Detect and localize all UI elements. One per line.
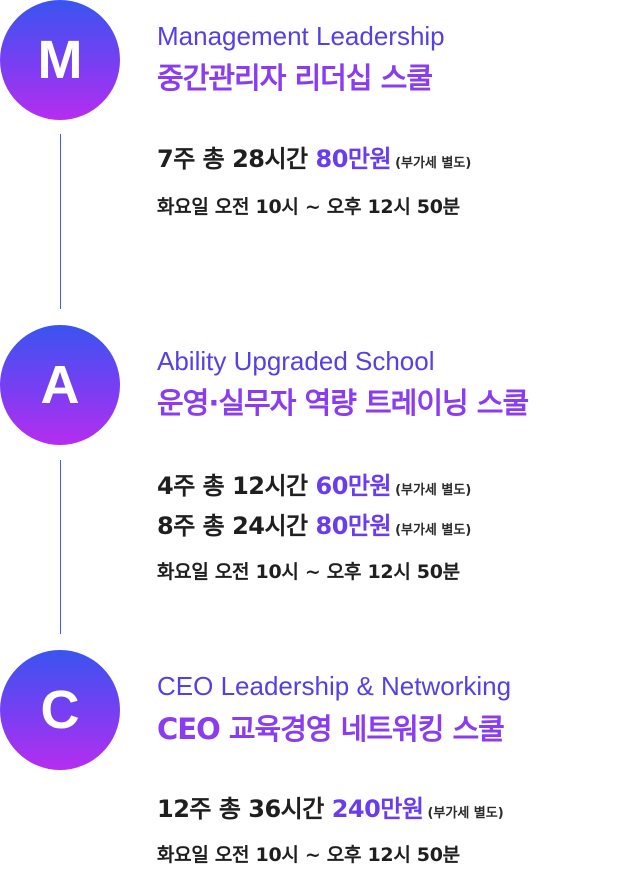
price-line: 12주 총 36시간 240만원(부가세 별도)	[157, 797, 504, 821]
program-letter-badge: M	[0, 0, 120, 120]
vat-note: (부가세 별도)	[395, 523, 472, 538]
course-schedule: 화요일 오전 10시 ~ 오후 12시 50분	[157, 561, 460, 583]
course-duration: 7주 총 28시간	[157, 145, 308, 173]
course-price: 60만원	[315, 472, 392, 500]
course-price: 80만원	[315, 145, 392, 173]
program-english-title: Ability Upgraded School	[157, 346, 435, 376]
vat-note: (부가세 별도)	[395, 483, 472, 498]
course-duration: 12주 총 36시간	[157, 795, 324, 823]
timeline-connector-a-c	[60, 460, 61, 634]
course-price: 240만원	[331, 795, 424, 823]
price-line: 7주 총 28시간 80만원(부가세 별도)	[157, 147, 471, 171]
program-letter-badge: A	[0, 325, 120, 445]
program-letter: C	[40, 680, 80, 740]
program-letter-badge: C	[0, 650, 120, 770]
course-duration: 8주 총 24시간	[157, 512, 308, 540]
program-korean-title: 중간관리자 리더십 스쿨	[157, 61, 433, 95]
program-letter: A	[40, 355, 80, 415]
timeline-connector-m-a	[60, 134, 61, 309]
course-duration: 4주 총 12시간	[157, 472, 308, 500]
program-korean-title: CEO 교육경영 네트워킹 스쿨	[157, 712, 505, 746]
course-price: 80만원	[315, 512, 392, 540]
course-schedule: 화요일 오전 10시 ~ 오후 12시 50분	[157, 196, 460, 218]
program-korean-title: 운영·실무자 역량 트레이닝 스쿨	[157, 386, 529, 420]
price-line: 4주 총 12시간 60만원(부가세 별도)	[157, 474, 471, 498]
vat-note: (부가세 별도)	[395, 156, 472, 171]
price-line: 8주 총 24시간 80만원(부가세 별도)	[157, 514, 471, 538]
vat-note: (부가세 별도)	[427, 806, 504, 821]
program-letter: M	[37, 30, 83, 90]
program-english-title: Management Leadership	[157, 21, 445, 51]
program-english-title: CEO Leadership & Networking	[157, 671, 512, 701]
course-schedule: 화요일 오전 10시 ~ 오후 12시 50분	[157, 844, 460, 866]
